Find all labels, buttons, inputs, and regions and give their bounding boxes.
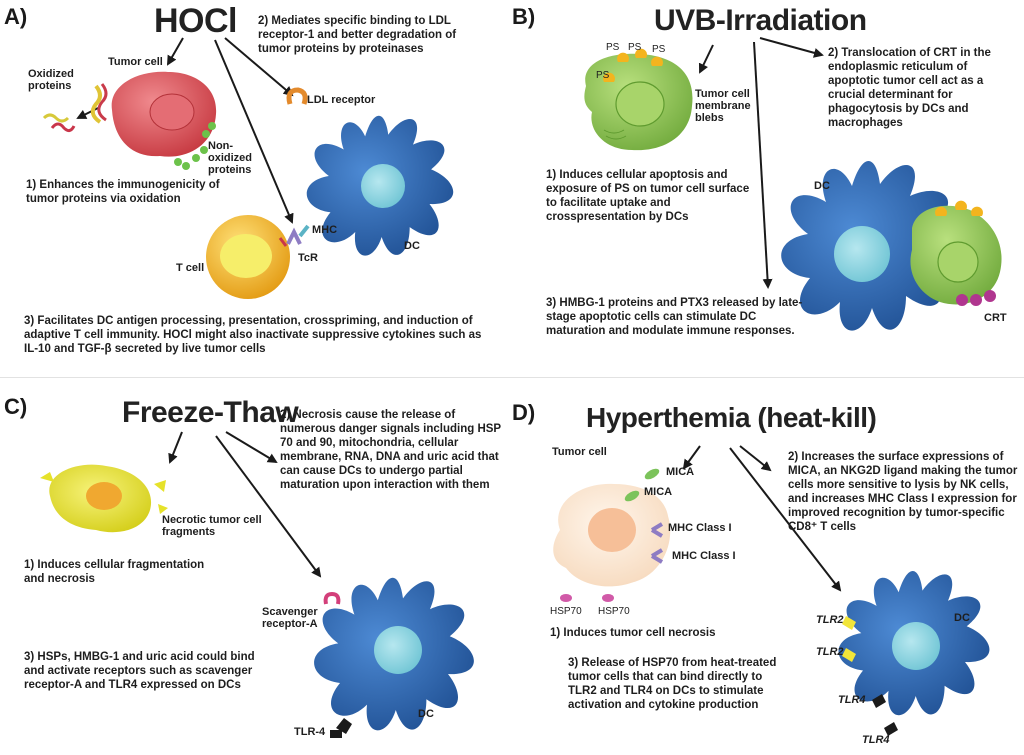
panel-c-title: Freeze-Thaw [122,396,299,429]
panel-d-dc-label: DC [954,612,970,624]
hsp70-label-1: HSP70 [550,606,582,617]
phagocytosed-apoptotic-cell [910,205,1002,305]
necrotic-fragments-label: Necrotic tumor cell fragments [162,514,262,538]
non-oxidized-proteins [174,122,216,170]
panel-b-ps-icons [935,200,984,216]
panel-c-label: C) [4,394,28,419]
panel-a-tumor-cell-label: Tumor cell [108,56,163,68]
mica-label-2: MICA [644,486,673,498]
panel-b-arrows [698,37,824,289]
scavenger-receptor-icon [323,592,341,605]
panel-d-label: D) [512,400,536,425]
panel-d-point-2: 2) Increases the surface expressions of … [788,451,1018,533]
tlr4-label-1: TLR4 [838,694,866,706]
tlr2-icons [842,616,856,662]
ps-label-1: PS [606,42,620,53]
tlr2-label-1: TLR2 [816,614,844,626]
panel-b-point-1: 1) Induces cellular apoptosis and exposu… [546,169,750,223]
panel-d-heat-killed-cell [553,483,671,587]
panel-a-tumor-cell [90,71,217,157]
panel-c-tlr4-icon [330,718,352,738]
panel-b-apoptotic-cell [584,53,693,151]
mica-icons [624,468,660,502]
tlr4-label-2: TLR4 [862,734,890,746]
t-cell-label: T cell [176,262,205,274]
ps-label-2: PS [628,42,642,53]
t-cell [206,215,290,299]
mhc-class-i-icons [650,522,664,564]
panel-b-point-3: 3) HMBG-1 proteins and PTX3 released by … [546,297,803,337]
ldl-receptor-label: LDL receptor [307,94,376,106]
panel-a-dc-label: DC [404,240,420,252]
mhc-class-i-label-1: MHC Class I [668,522,732,534]
mhc-class-i-label-2: MHC Class I [672,550,736,562]
panel-c-point-1: 1) Induces cellular fragmentation and ne… [24,559,205,585]
hsp70-dots [560,594,614,602]
panel-a-point-2: 2) Mediates specific binding to LDL rece… [258,15,457,55]
panel-a-point-1: 1) Enhances the immunogenicity of tumor … [26,179,220,205]
ps-label-4: PS [596,70,610,81]
oxidized-proteins-label: Oxidized proteins [28,68,74,92]
scavenger-receptor-label: Scavenger receptor-A [262,606,318,630]
panel-b-dc-nucleus [834,226,890,282]
panel-d-arrows [682,445,842,592]
panel-b-point-2: 2) Translocation of CRT in the endoplasm… [828,47,991,129]
membrane-blebs-label: Tumor cell membrane blebs [695,88,751,124]
panel-a-label: A) [4,4,28,29]
panel-b-label: B) [512,4,536,29]
panel-d-tlr4-icons [872,694,898,736]
tcr-label: TcR [298,252,318,264]
calreticulin-dots [956,290,996,306]
tlr2-label-2: TLR2 [816,646,844,658]
panel-d-point-1: 1) Induces tumor cell necrosis [550,627,716,639]
panel-b-dc-label: DC [814,180,830,192]
panel-a-dc-nucleus [361,164,405,208]
mhc-tcr-complex [278,224,310,247]
panel-divider [0,377,1024,378]
oxidized-protein-squiggle [42,113,76,133]
mhc-label: MHC [312,224,338,236]
panel-d-dc-nucleus [892,622,940,670]
panel-d-title: Hyperthemia (heat-kill) [586,402,877,433]
panel-c-dc-label: DC [418,708,434,720]
panel-c-point-2: 2) Necrosis cause the release of numerou… [280,409,501,491]
necrotic-cell-fragments [40,464,168,533]
panel-b-title: UVB-Irradiation [654,4,867,37]
phosphatidylserine-icons [603,48,663,82]
panel-a-title: HOCl [154,2,238,40]
panel-c-arrows [168,431,322,578]
panel-a-point-3: 3) Facilitates DC antigen processing, pr… [24,315,482,355]
non-oxidized-proteins-label: Non-oxidized proteins [208,140,253,176]
panel-c-tlr4-label: TLR-4 [294,726,326,738]
crt-label: CRT [984,312,1007,324]
panel-c-dc-nucleus [374,626,422,674]
hsp70-label-2: HSP70 [598,606,630,617]
panel-c-point-3: 3) HSPs, HMBG-1 and uric acid could bind… [24,651,255,691]
ps-label-3: PS [652,44,666,55]
panel-d-tumor-cell-label: Tumor cell [552,446,607,458]
panel-d-point-3: 3) Release of HSP70 from heat-treated tu… [568,657,777,711]
mica-label-1: MICA [666,466,695,478]
ldl-receptor-icon [286,87,308,105]
